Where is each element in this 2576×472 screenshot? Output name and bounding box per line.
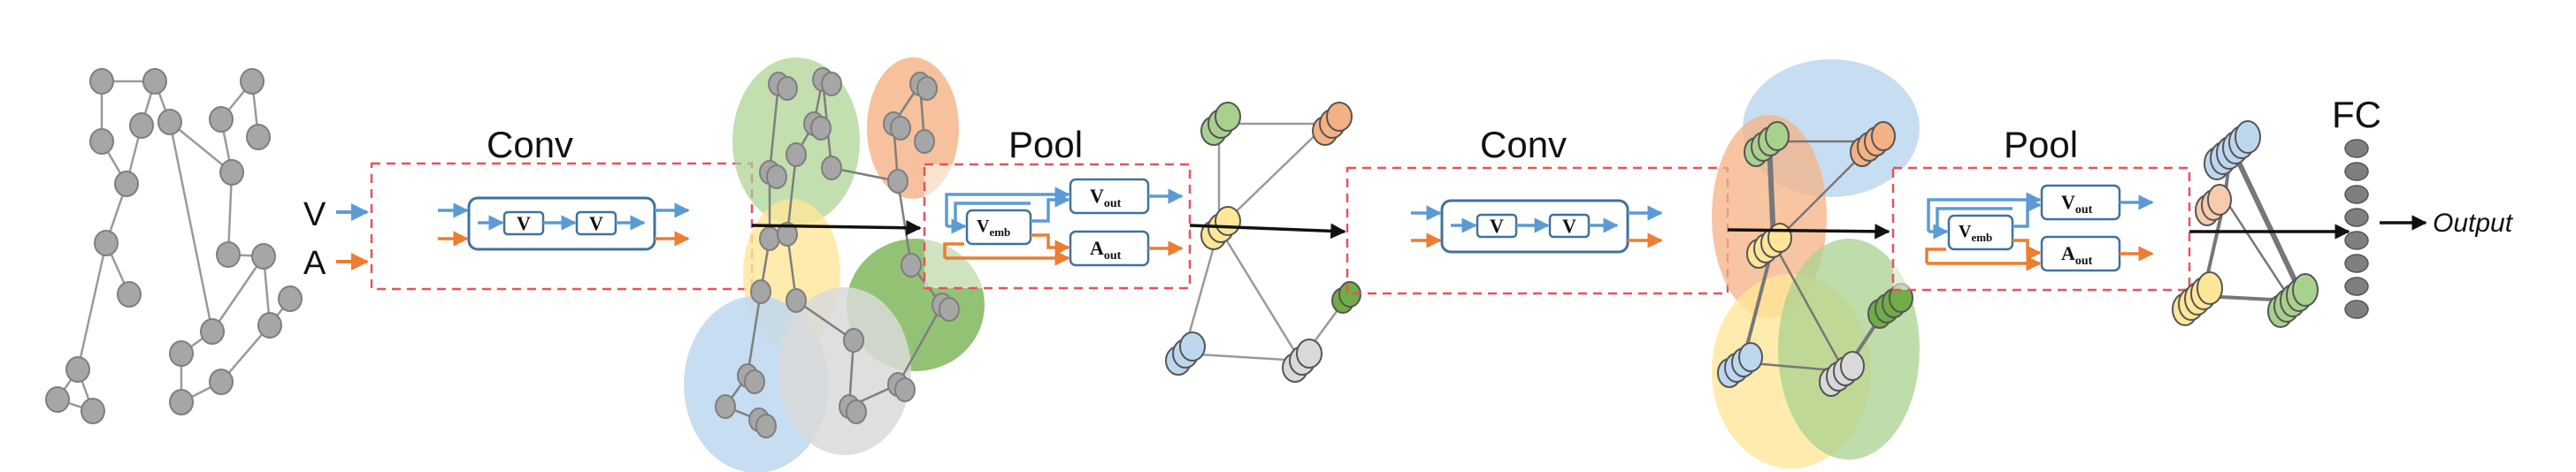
flow-arrow-2 xyxy=(1189,223,1346,240)
coarse-graph-2 xyxy=(2172,120,2319,328)
flow-arrow-1 xyxy=(751,220,922,236)
output-label: Output xyxy=(2433,209,2514,238)
conv1-title: Conv xyxy=(487,124,573,165)
clustered-graph-2 xyxy=(1712,59,1920,468)
pool2-aout-label: Aout xyxy=(2061,242,2093,268)
pool1-vemb-label: Vemb xyxy=(977,217,1010,239)
clustered-graph-1 xyxy=(684,57,985,472)
skeleton-graph xyxy=(45,68,303,424)
pool2-vemb-label: Vemb xyxy=(1959,222,1992,244)
conv-stage-1: Conv V V xyxy=(370,124,754,291)
fc-layer: FC xyxy=(2332,94,2381,319)
pool1-vout-label: Vout xyxy=(1090,185,1122,210)
conv2-v2-label: V xyxy=(1562,215,1576,237)
pool2-vout-label: Vout xyxy=(2061,191,2093,217)
pool1-title: Pool xyxy=(1008,124,1083,165)
conv1-v2-label: V xyxy=(589,212,603,234)
fc-title: FC xyxy=(2332,94,2381,135)
conv-stage-2: Conv V V xyxy=(1346,124,1729,295)
conv1-v1-label: V xyxy=(517,212,531,234)
input-v-label: V xyxy=(303,196,326,233)
conv2-v1-label: V xyxy=(1490,215,1504,237)
pool2-title: Pool xyxy=(2004,124,2078,165)
pool1-vemb-box xyxy=(965,209,1032,246)
pool-stage-1: Pool Vout Aout Vemb xyxy=(923,124,1192,290)
pool1-aout-label: Aout xyxy=(1090,237,1122,263)
pool-stage-2: Pool Vout Aout Vemb xyxy=(1891,124,2191,292)
flow-arrow-3 xyxy=(1727,224,1890,240)
input-a-label: A xyxy=(303,245,326,282)
coarse-graph-1 xyxy=(1165,102,1361,383)
conv2-title: Conv xyxy=(1480,124,1567,165)
pool2-vemb-box xyxy=(1947,214,2014,251)
